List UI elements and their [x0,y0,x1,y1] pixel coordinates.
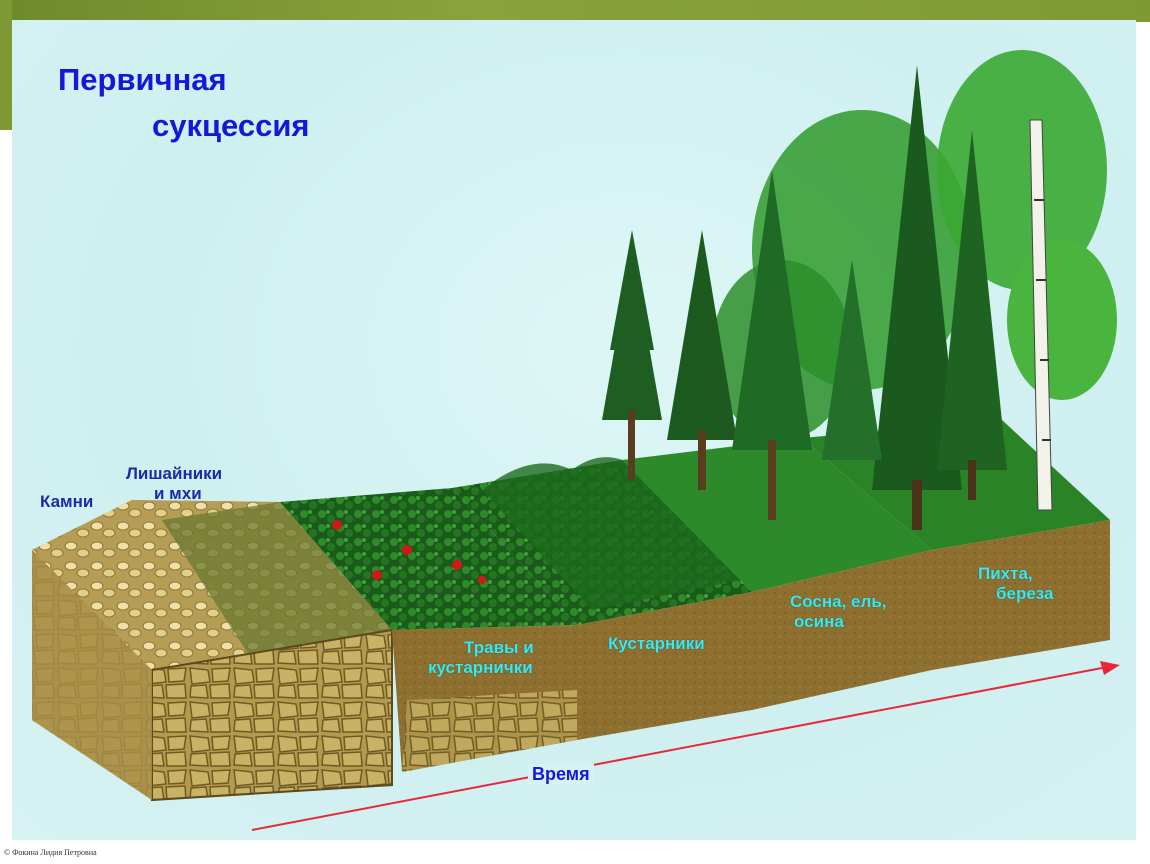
label-stones: Камни [40,492,94,511]
label-shrubs: Кустарники [608,634,705,653]
label-pine-spruce-aspen: Сосна, ель, осина [790,592,887,631]
copyright-text: © Фокина Лидия Петровна [4,848,97,857]
label-fir-birch: Пихта, береза [978,564,1054,603]
stage-block-grasses [280,488,577,772]
diagram-title-line1: Первичная [58,62,227,97]
top-olive-bar [0,0,1150,22]
label-lichens-mosses: Лишайники и мхи [126,464,223,503]
succession-diagram: Первичная сукцессия Камни Лишайники и мх… [12,20,1136,840]
stage-block-stones [32,500,393,802]
diagram-illustration [32,50,1120,831]
time-axis-label: Время [528,764,594,785]
diagram-title-line2: сукцессия [152,108,310,143]
label-grasses: Травы и кустарнички [428,638,534,677]
left-olive-strip [0,0,12,130]
stage-block-shrubs [452,457,752,740]
forest-trees [602,50,1117,530]
time-axis-arrow [251,661,1120,831]
